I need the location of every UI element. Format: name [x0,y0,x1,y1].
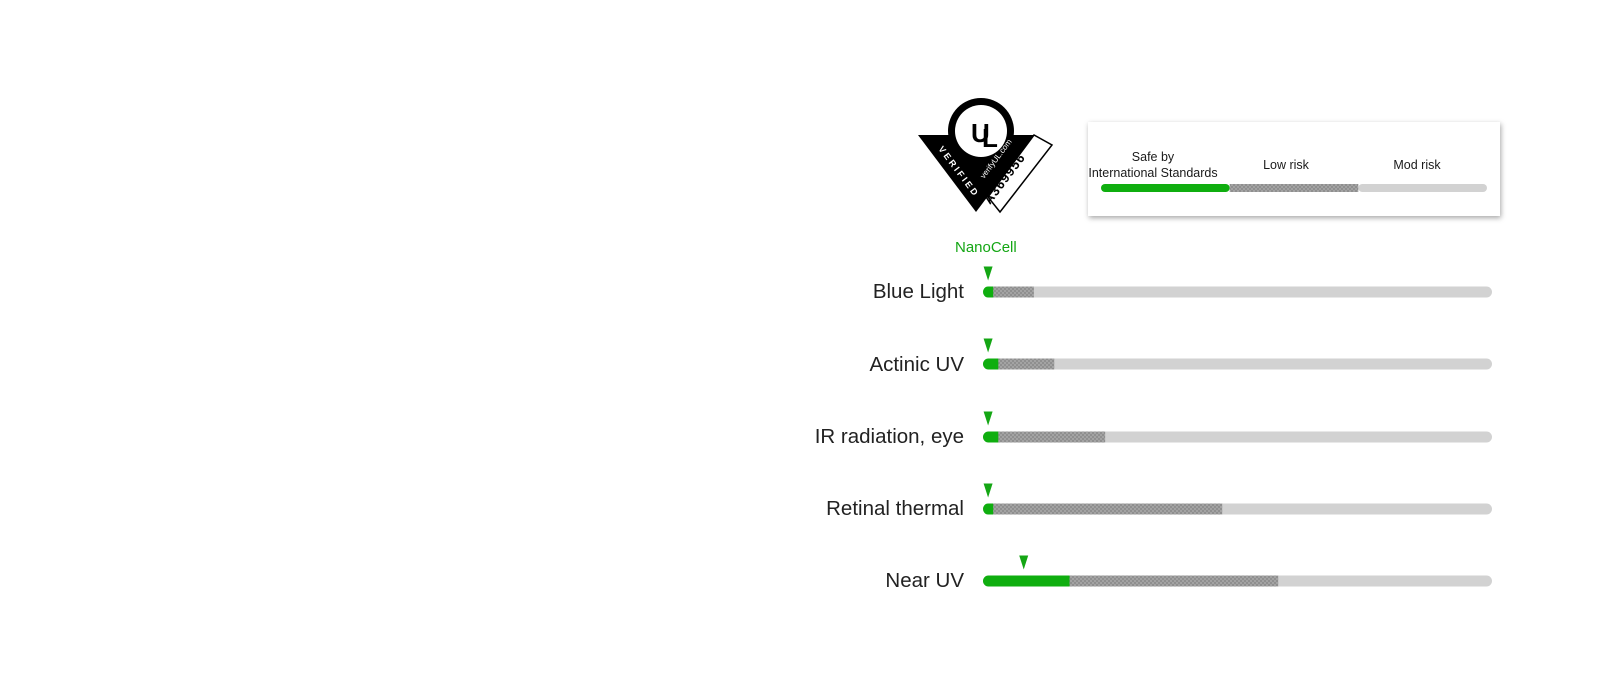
svg-text:L: L [982,123,998,153]
bar-track-actinic-uv [983,358,1492,370]
bar-low-risk-retinal-thermal [991,503,1223,515]
bar-safe-fill-blue-light [988,286,994,298]
category-label-retinal-thermal: Retinal thermal [826,497,964,520]
bar-safe-fill-ir-radiation-eye [988,431,999,443]
bar-track-ir-radiation-eye [983,431,1492,443]
category-label-actinic-uv: Actinic UV [869,353,964,376]
bar-low-risk-ir-radiation-eye [996,431,1106,443]
ul-verified-logo-icon: U L VERIFIED verifyUL.com A369956 [918,98,1054,214]
legend-label-safe: Safe by International Standards [1088,150,1218,180]
legend-band-safe [1101,184,1230,192]
marker-retinal-thermal [983,483,993,498]
bar-safe-fill-near-uv [988,575,1070,587]
bar-low-risk-actinic-uv [996,358,1055,370]
marker-actinic-uv [983,338,993,353]
legend-panel: Safe by International Standards Low risk… [1088,122,1500,216]
bar-safe-fill-retinal-thermal [988,503,994,515]
bar-low-risk-blue-light [991,286,1034,298]
legend-scale-bar [1101,184,1487,192]
legend-band-low [1229,184,1359,192]
legend-label-mod-risk: Mod risk [1393,158,1441,172]
marker-near-uv [1019,555,1029,570]
category-label-ir-radiation-eye: IR radiation, eye [814,425,964,448]
bar-track-blue-light [983,286,1492,298]
svg-text:U: U [971,118,990,148]
category-label-near-uv: Near UV [885,569,964,592]
category-label-blue-light: Blue Light [872,280,964,303]
legend-band-mod [1358,184,1487,192]
nanocell-label: NanoCell [955,239,1017,256]
legend-label-low-risk: Low risk [1263,158,1309,172]
marker-ir-radiation-eye [983,411,993,426]
bar-low-risk-near-uv [1067,575,1279,587]
marker-blue-light [983,266,993,281]
bar-safe-fill-actinic-uv [988,358,999,370]
